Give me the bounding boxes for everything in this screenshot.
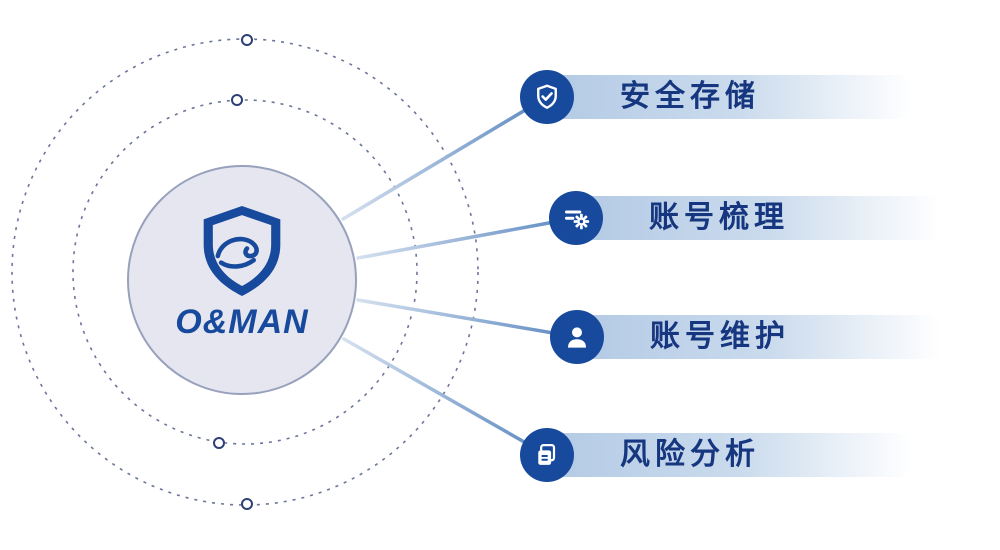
ring-dots: [213, 34, 253, 510]
dashed-rings: [11, 38, 479, 506]
account-list-gear-icon: [549, 191, 603, 245]
feature-row-secure-storage: 安全存储: [520, 70, 970, 124]
feature-bar: [546, 75, 938, 119]
feature-bar: [546, 433, 938, 477]
documents-icon: [520, 428, 574, 482]
brand-name: O&MAN: [175, 303, 309, 341]
feature-row-account-maintenance: 账号维护: [550, 310, 1000, 364]
brand-shield-logo-icon: [203, 206, 281, 296]
feature-bar: [575, 196, 967, 240]
connector-lines: [341, 95, 579, 457]
feature-row-risk-analysis: 风险分析: [520, 428, 970, 482]
brand-circle: O&MAN: [127, 165, 357, 395]
feature-label: 安全存储: [620, 80, 760, 113]
feature-label: 账号梳理: [649, 201, 789, 234]
user-icon: [550, 310, 604, 364]
feature-bar: [576, 315, 968, 359]
feature-row-account-sorting: 账号梳理: [549, 191, 999, 245]
feature-label: 账号维护: [650, 320, 790, 353]
shield-check-icon: [520, 70, 574, 124]
feature-label: 风险分析: [620, 438, 760, 471]
